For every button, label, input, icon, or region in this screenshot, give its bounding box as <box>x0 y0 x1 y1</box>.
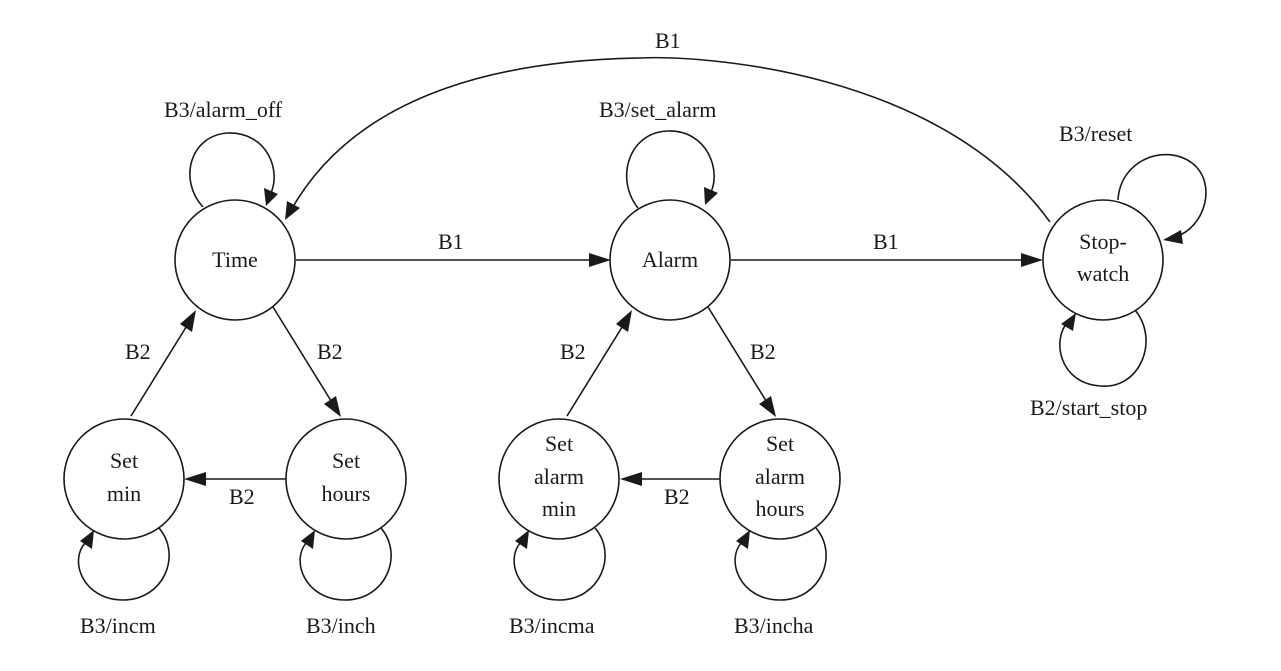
state-stopwatch-label-line1: Stop- <box>1079 229 1127 254</box>
arrowhead-alarm-to-stopwatch <box>1021 253 1043 267</box>
transition-labels: B1 B1 B1 B2 B2 B2 B2 B2 B2 B3/alarm_off … <box>80 28 1147 638</box>
state-set-hours <box>285 418 407 540</box>
state-set-min <box>63 418 185 540</box>
loop-set-alarm-hours-self <box>734 527 827 601</box>
label-set-alarm-min-to-alarm: B2 <box>560 339 586 364</box>
label-set-min-to-time: B2 <box>125 339 151 364</box>
label-set-hours-to-set-min: B2 <box>229 484 255 509</box>
label-alarm-self: B3/set_alarm <box>599 97 716 122</box>
edges <box>77 56 1207 601</box>
edge-alarm-to-set-alarm-hours <box>707 306 769 405</box>
label-alarm-to-set-alarm-hours: B2 <box>750 339 776 364</box>
label-time-to-set-hours: B2 <box>317 339 343 364</box>
label-time-to-alarm: B1 <box>438 229 464 254</box>
state-set-alarm-hours-label-line3: hours <box>756 496 805 521</box>
state-set-hours-label-line2: hours <box>322 481 371 506</box>
arrowhead-set-alarm-min-to-alarm <box>616 310 632 332</box>
label-alarm-to-stopwatch: B1 <box>873 229 899 254</box>
state-set-alarm-min-label-line3: min <box>542 496 576 521</box>
label-time-self: B3/alarm_off <box>164 97 283 122</box>
arrowhead-set-alarm-min-self <box>515 530 529 549</box>
edge-stopwatch-to-time <box>289 56 1051 223</box>
label-set-alarm-hours-self: B3/incha <box>734 613 814 638</box>
state-time-label: Time <box>212 247 258 272</box>
label-set-alarm-min-self: B3/incma <box>509 613 595 638</box>
state-time <box>174 199 296 321</box>
state-set-alarm-hours-label-line1: Set <box>766 431 794 456</box>
arrowhead-time-to-set-hours <box>324 396 341 417</box>
label-stopwatch-reset-self: B3/reset <box>1059 121 1132 146</box>
label-stopwatch-start-stop-self: B2/start_stop <box>1030 395 1147 420</box>
loop-set-min-self <box>77 527 170 601</box>
loop-alarm-self <box>625 130 715 209</box>
label-set-alarm-hours-to-set-alarm-min: B2 <box>664 484 690 509</box>
arrowhead-set-hours-to-set-min <box>184 472 206 486</box>
arrowhead-set-hours-self <box>301 530 315 549</box>
state-stopwatch <box>1042 199 1164 321</box>
state-alarm-label: Alarm <box>642 247 698 272</box>
arrowhead-set-min-to-time <box>180 310 196 332</box>
state-set-hours-label-line1: Set <box>332 448 360 473</box>
arrowhead-alarm-to-set-alarm-hours <box>759 396 776 417</box>
state-set-min-label-line2: min <box>107 481 141 506</box>
state-stopwatch-label-line2: watch <box>1077 261 1130 286</box>
arrowhead-stopwatch-reset-self <box>1163 230 1183 244</box>
arrowhead-set-min-self <box>80 530 94 549</box>
state-set-alarm-min-label-line2: alarm <box>534 464 584 489</box>
label-stopwatch-to-time: B1 <box>655 28 681 53</box>
arrowhead-alarm-self <box>704 187 718 205</box>
state-alarm <box>609 199 731 321</box>
loop-set-hours-self <box>299 527 392 601</box>
loop-stopwatch-reset-self <box>1117 153 1207 238</box>
loop-set-alarm-min-self <box>513 527 606 601</box>
states: Time Alarm Stop- watch Set min Set hours… <box>63 199 1164 540</box>
state-set-alarm-min <box>498 418 620 540</box>
edge-set-min-to-time <box>130 323 189 417</box>
label-set-hours-self: B3/inch <box>306 613 376 638</box>
arrowhead-set-alarm-hours-self <box>736 530 750 549</box>
edge-set-alarm-min-to-alarm <box>566 323 625 417</box>
arrowhead-set-alarm-hours-to-set-alarm-min <box>620 472 642 486</box>
state-set-alarm-hours-label-line2: alarm <box>755 464 805 489</box>
state-set-min-label-line1: Set <box>110 448 138 473</box>
arrowhead-stopwatch-start-stop-self <box>1061 313 1076 331</box>
arrowhead-time-self <box>264 188 278 206</box>
state-set-alarm-hours <box>719 418 841 540</box>
edge-time-to-set-hours <box>272 306 334 405</box>
label-set-min-self: B3/incm <box>80 613 156 638</box>
loop-time-self <box>189 132 275 208</box>
arrowhead-stopwatch-to-time <box>285 201 300 220</box>
state-set-alarm-min-label-line1: Set <box>545 431 573 456</box>
loop-stopwatch-start-stop-self <box>1059 309 1147 387</box>
arrowhead-time-to-alarm <box>589 253 611 267</box>
